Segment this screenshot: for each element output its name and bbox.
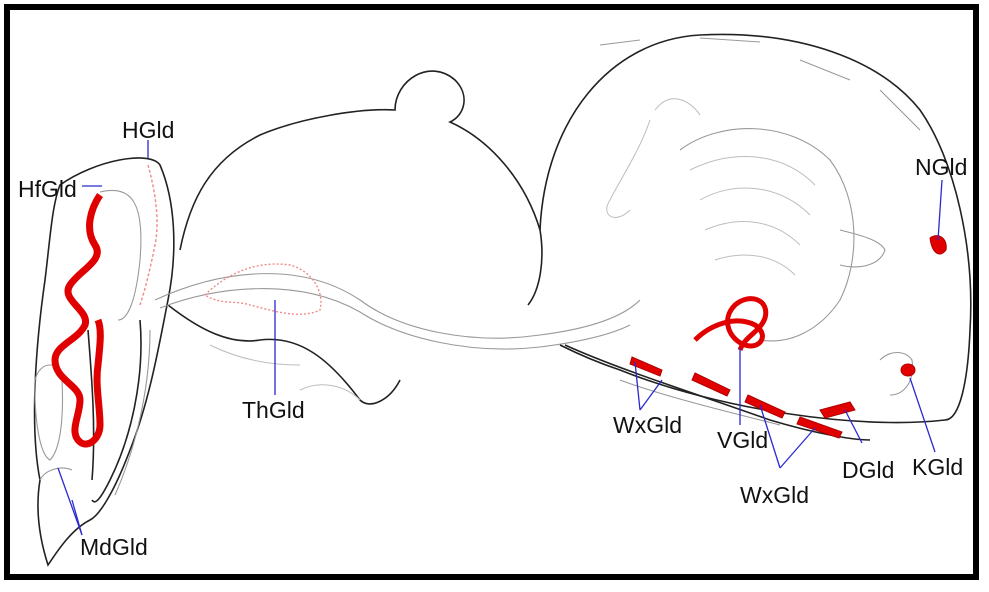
koschevnikov-gland <box>901 364 915 376</box>
label-hgld: HGld <box>122 117 174 143</box>
leader-lines <box>58 140 942 535</box>
wax-gland-3 <box>745 395 785 418</box>
label-thgld: ThGld <box>242 397 305 423</box>
label-wxgld-upper: WxGld <box>613 412 682 438</box>
label-wxgld-lower: WxGld <box>740 482 809 508</box>
label-kgld: KGld <box>912 454 963 480</box>
head-gland <box>140 165 157 305</box>
label-hfgld: HfGld <box>18 176 77 202</box>
label-vgld: VGld <box>717 427 768 453</box>
wax-gland-2 <box>692 373 730 396</box>
venom-gland <box>695 299 766 350</box>
glands <box>55 165 946 444</box>
label-ngld: NGld <box>915 154 967 180</box>
dufour-gland <box>820 402 855 418</box>
label-mdgld: MdGld <box>80 534 148 560</box>
thorax <box>155 71 640 404</box>
label-dgld: DGld <box>842 457 894 483</box>
abdomen <box>540 34 971 440</box>
